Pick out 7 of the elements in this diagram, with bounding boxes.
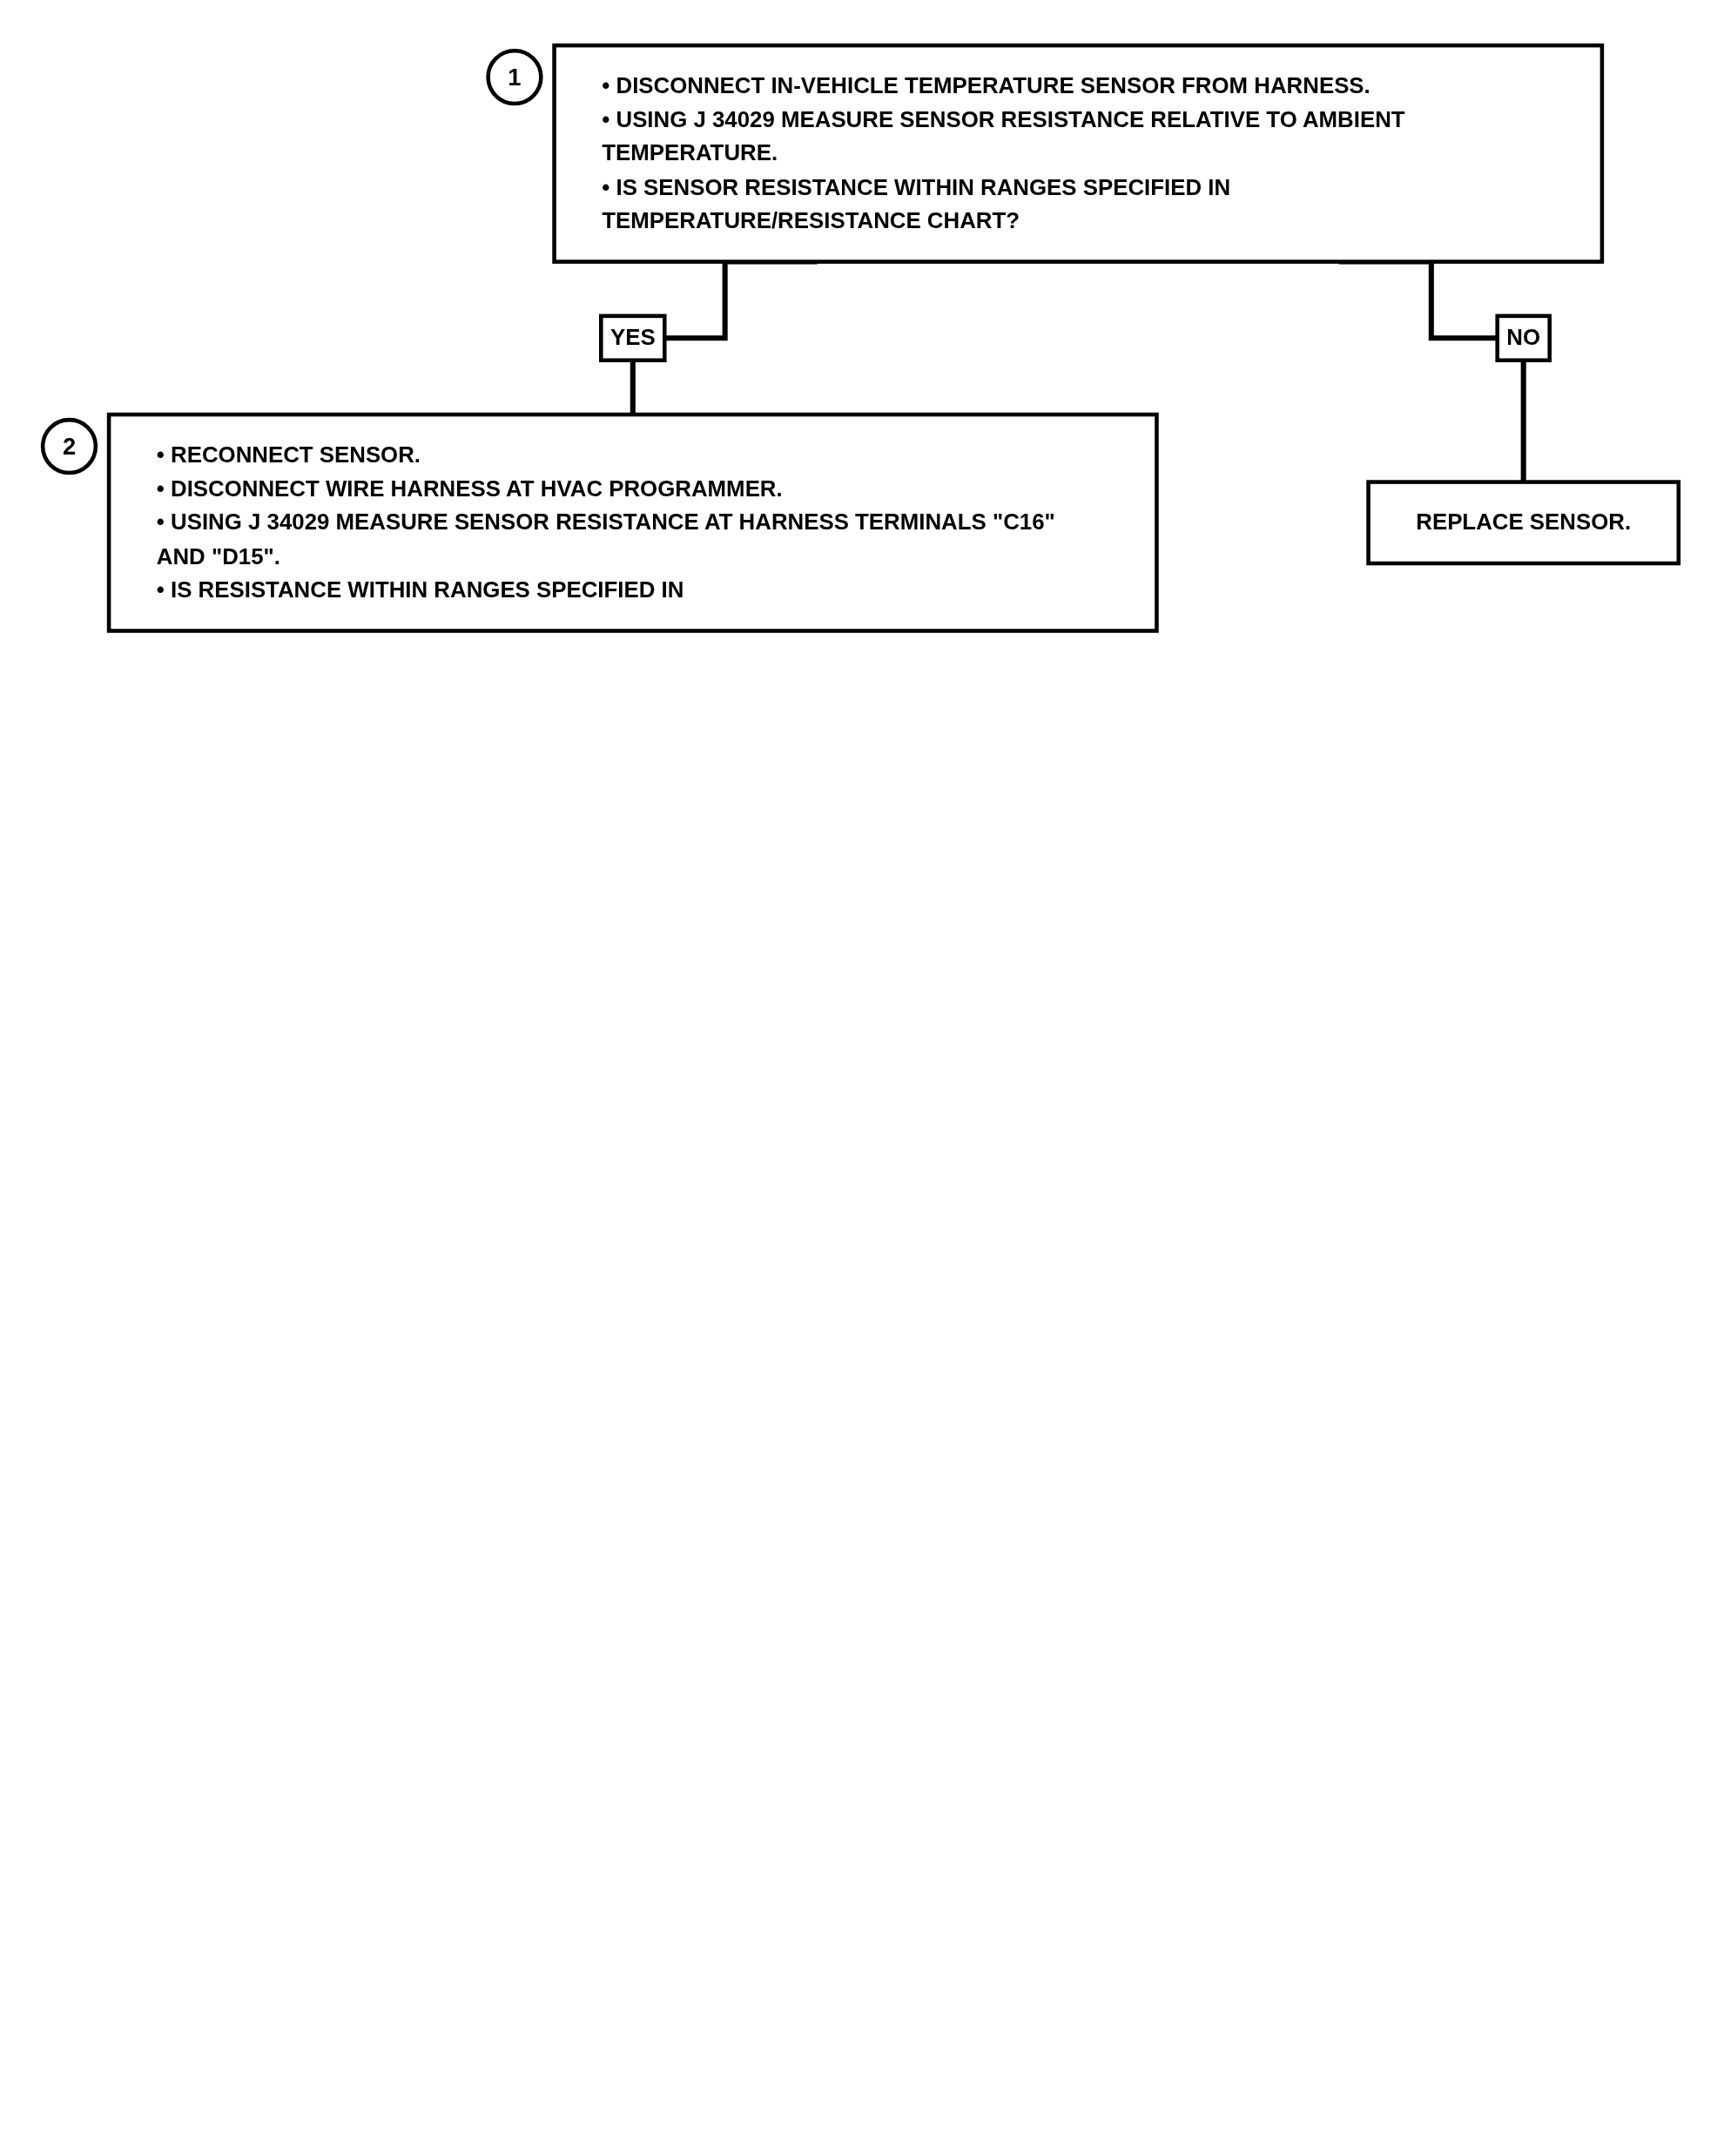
edge-label: NO bbox=[1495, 313, 1552, 363]
node-box: • DISCONNECT IN-VEHICLE TEMPERATURE SENSOR FROM HARNESS. • USING J 34029 MEASURE SENSOR RESISTANCE RELATIVE TO AMBIENT TEMPERATURE. • IS SENSOR RESISTANCE WITHIN RANGES SPECIFIED IN TEMPERATURE/RESISTANCE CHART? bbox=[552, 43, 1605, 264]
node-box: REPLACE SENSOR. bbox=[1366, 480, 1681, 566]
step-number: 1 bbox=[486, 48, 543, 106]
step-number: 2 bbox=[40, 417, 98, 475]
edge-label: YES bbox=[599, 313, 667, 363]
node-box: • RECONNECT SENSOR. • DISCONNECT WIRE HARNESS AT HVAC PROGRAMMER. • USING J 34029 MEASURE SENSOR RESISTANCE AT HARNESS TERMINALS "C16" AND "D15". • IS RESISTANCE WITHIN RANGES SPECIFIED IN bbox=[106, 412, 1159, 633]
